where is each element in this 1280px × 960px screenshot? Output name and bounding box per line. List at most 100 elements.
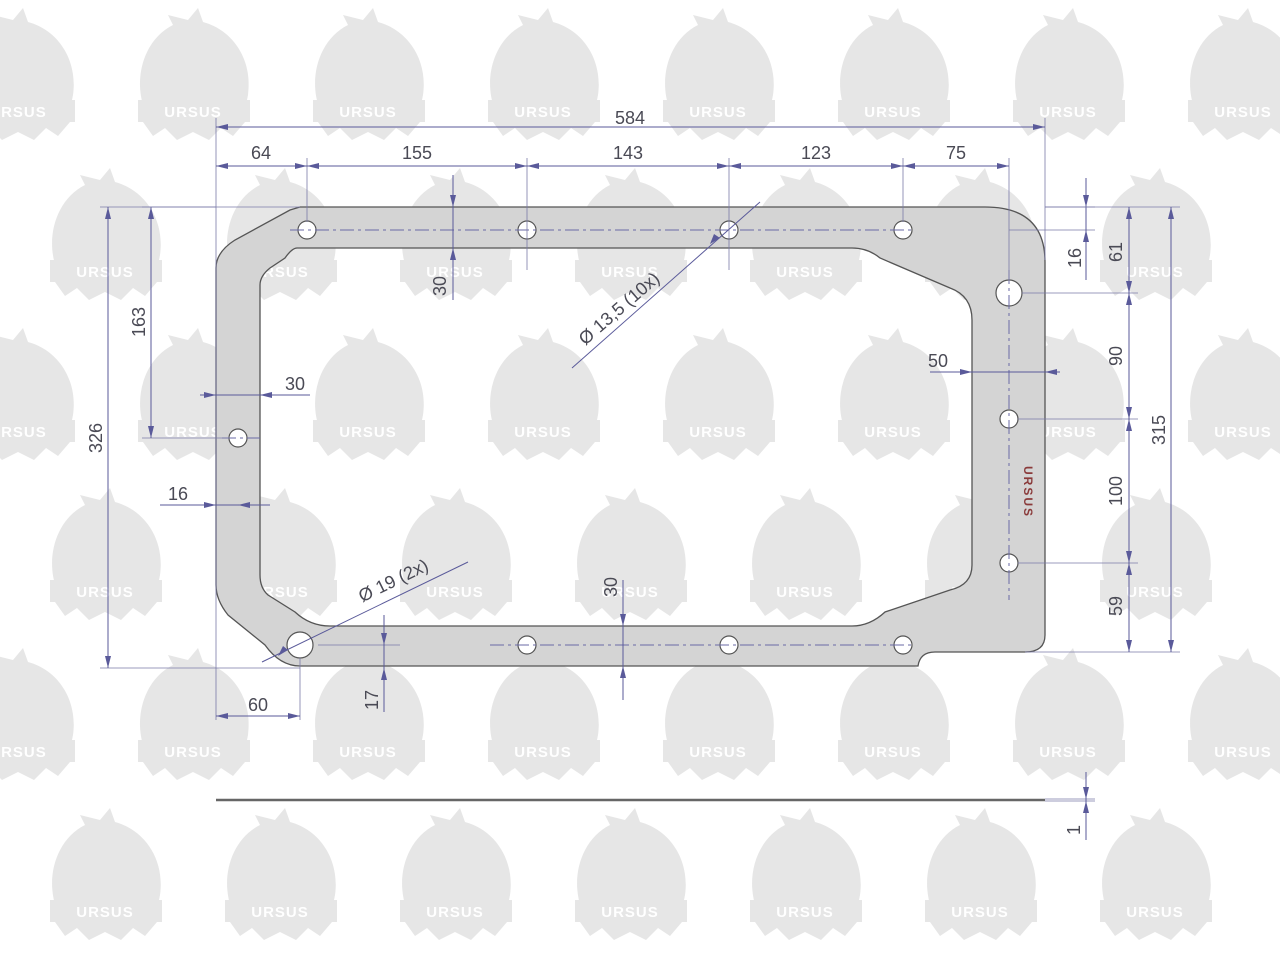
svg-text:URSUS: URSUS	[164, 424, 222, 441]
watermark-logo: URSUS	[488, 648, 600, 780]
dim-right-16: 16	[1065, 248, 1085, 268]
watermark-logo: URSUS	[313, 328, 425, 460]
watermark-logo: URSUS	[313, 648, 425, 780]
svg-text:URSUS: URSUS	[864, 744, 922, 761]
svg-text:URSUS: URSUS	[0, 424, 47, 441]
dim-top-flange: 30	[430, 276, 450, 296]
dim-seg-5: 75	[946, 143, 966, 163]
dim-seg-1: 64	[251, 143, 271, 163]
watermark-logo: URSUS	[50, 168, 162, 300]
dim-left-16: 16	[168, 484, 188, 504]
watermark-logo: URSUS	[663, 328, 775, 460]
watermark-logo: URSUS	[138, 8, 250, 140]
dim-right-90: 90	[1106, 346, 1126, 366]
svg-text:URSUS: URSUS	[1214, 104, 1272, 121]
watermark-logo: URSUS	[225, 808, 337, 940]
dim-left-163: 163	[129, 307, 149, 337]
watermark-logo: URSUS	[925, 808, 1037, 940]
svg-text:URSUS: URSUS	[164, 104, 222, 121]
dim-bottom-60: 60	[248, 695, 268, 715]
watermark-logo: URSUS	[400, 488, 512, 620]
svg-text:URSUS: URSUS	[1039, 424, 1097, 441]
svg-text:URSUS: URSUS	[426, 904, 484, 921]
svg-text:URSUS: URSUS	[76, 264, 134, 281]
watermark-logo: URSUS	[750, 808, 862, 940]
svg-text:URSUS: URSUS	[339, 744, 397, 761]
watermark-logo: URSUS	[0, 328, 75, 460]
watermark-logo: URSUS	[750, 488, 862, 620]
watermark-logo: URSUS	[1100, 168, 1212, 300]
watermark-logo: URSUS	[1100, 488, 1212, 620]
watermark-logo: URSUS	[1188, 8, 1280, 140]
watermark-logo: URSUS	[50, 488, 162, 620]
svg-text:URSUS: URSUS	[0, 104, 47, 121]
svg-text:URSUS: URSUS	[601, 904, 659, 921]
svg-text:URSUS: URSUS	[776, 264, 834, 281]
svg-text:URSUS: URSUS	[601, 264, 659, 281]
svg-text:URSUS: URSUS	[426, 584, 484, 601]
svg-text:URSUS: URSUS	[1214, 424, 1272, 441]
svg-text:URSUS: URSUS	[514, 744, 572, 761]
dim-bottom-flange: 30	[601, 577, 621, 597]
svg-text:URSUS: URSUS	[1214, 744, 1272, 761]
watermark-logo: URSUS	[575, 168, 687, 300]
watermark-logo: URSUS	[575, 488, 687, 620]
svg-text:URSUS: URSUS	[426, 264, 484, 281]
dim-bottom-17: 17	[362, 690, 382, 710]
watermark-logo: URSUS	[400, 808, 512, 940]
svg-text:URSUS: URSUS	[514, 104, 572, 121]
dim-seg-2: 155	[402, 143, 432, 163]
watermark-logo: URSUS	[1188, 328, 1280, 460]
dim-overall-width: 584	[615, 108, 645, 128]
watermark-logo: URSUS	[663, 648, 775, 780]
svg-text:URSUS: URSUS	[339, 424, 397, 441]
watermark-logo: URSUS	[313, 8, 425, 140]
svg-text:URSUS: URSUS	[1039, 104, 1097, 121]
dim-right-100: 100	[1106, 476, 1126, 506]
watermark-logo: URSUS	[0, 8, 75, 140]
dim-right-flange: 50	[928, 351, 948, 371]
dim-right-315: 315	[1149, 415, 1169, 445]
watermark-logo: URSUS	[138, 328, 250, 460]
dim-left-flange: 30	[285, 374, 305, 394]
watermark-logo: URSUS	[1013, 648, 1125, 780]
watermark-logo: URSUS	[50, 808, 162, 940]
watermark-logo: URSUS	[663, 8, 775, 140]
dim-seg-4: 123	[801, 143, 831, 163]
svg-text:URSUS: URSUS	[1039, 744, 1097, 761]
svg-text:URSUS: URSUS	[514, 424, 572, 441]
svg-text:URSUS: URSUS	[601, 584, 659, 601]
center-lines	[222, 229, 1010, 646]
watermark-logo: URSUS	[575, 808, 687, 940]
svg-text:URSUS: URSUS	[76, 904, 134, 921]
watermark-logo: URSUS	[838, 648, 950, 780]
svg-text:URSUS: URSUS	[1126, 264, 1184, 281]
svg-text:URSUS: URSUS	[164, 744, 222, 761]
watermark-logo: URSUS	[488, 328, 600, 460]
watermark-logo: URSUS	[1100, 808, 1212, 940]
dim-total-height: 326	[86, 423, 106, 453]
svg-text:URSUS: URSUS	[339, 104, 397, 121]
dim-seg-3: 143	[613, 143, 643, 163]
svg-text:URSUS: URSUS	[776, 904, 834, 921]
svg-text:URSUS: URSUS	[951, 904, 1009, 921]
svg-text:URSUS: URSUS	[689, 104, 747, 121]
svg-text:URSUS: URSUS	[864, 104, 922, 121]
dim-right-59: 59	[1106, 596, 1126, 616]
watermark-logo: URSUS	[138, 648, 250, 780]
watermark-logo: URSUS	[0, 648, 75, 780]
watermark-logo: URSUS	[1188, 648, 1280, 780]
watermark-logo: URSUS	[488, 8, 600, 140]
svg-text:URSUS: URSUS	[1126, 584, 1184, 601]
svg-text:URSUS: URSUS	[864, 424, 922, 441]
svg-text:URSUS: URSUS	[776, 584, 834, 601]
watermark-logo: URSUS	[1013, 8, 1125, 140]
svg-text:URSUS: URSUS	[1126, 904, 1184, 921]
watermark-logo: URSUS	[400, 168, 512, 300]
svg-text:URSUS: URSUS	[689, 424, 747, 441]
hole-large	[286, 631, 314, 659]
svg-text:URSUS: URSUS	[76, 584, 134, 601]
watermark-logo: URSUS	[838, 328, 950, 460]
dim-right-61: 61	[1106, 242, 1126, 262]
watermark-logo: URSUS	[1013, 328, 1125, 460]
